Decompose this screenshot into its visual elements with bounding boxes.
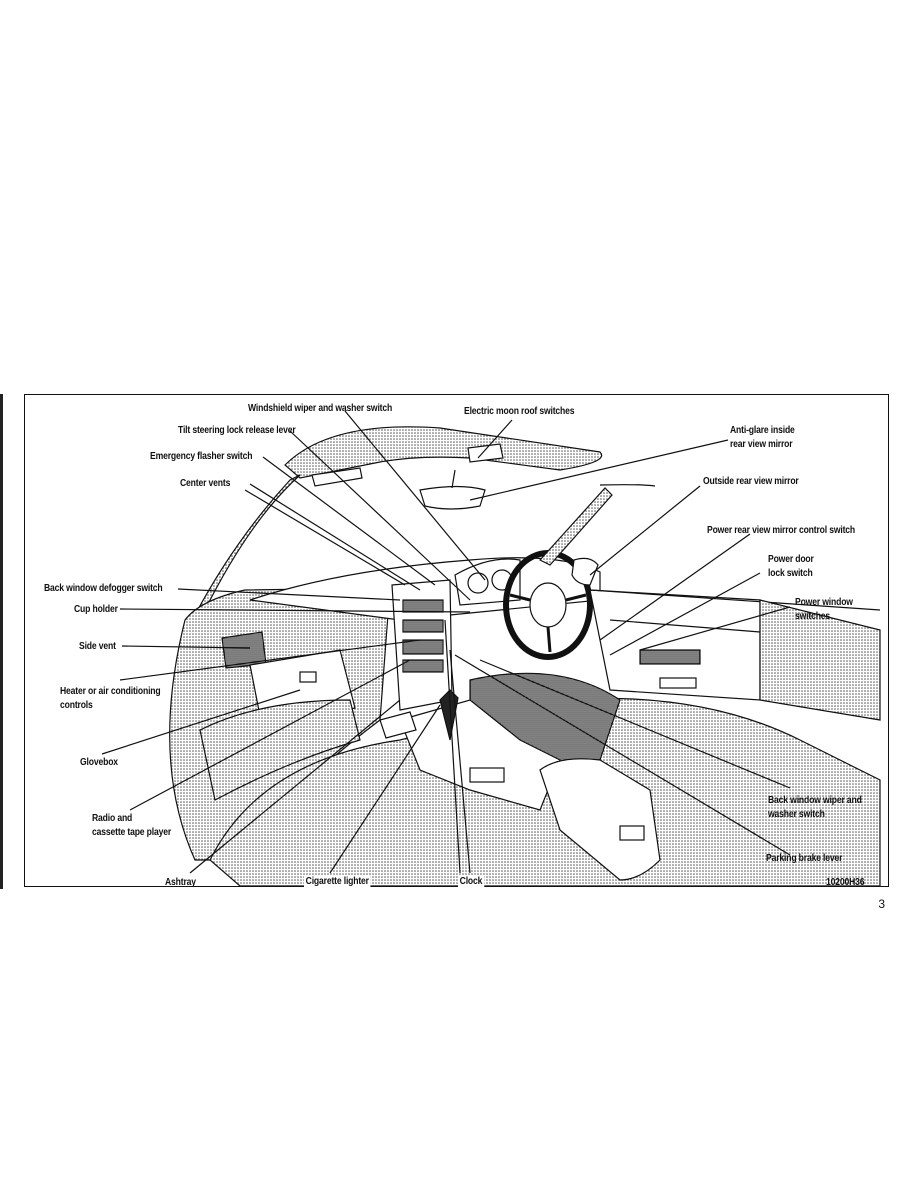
left-a-pillar — [193, 474, 301, 617]
label-outside-mirror: Outside rear view mirror — [703, 475, 799, 487]
gear-lever — [439, 689, 459, 741]
label-ashtray: Ashtray — [165, 876, 196, 888]
label-flasher: Emergency flasher switch — [150, 450, 253, 462]
label-heater-2: controls — [60, 699, 93, 711]
label-mirror-control: Power rear view mirror control switch — [707, 524, 856, 536]
label-door-lock-1: Power door — [768, 553, 814, 565]
label-anti-glare-1: Anti-glare inside — [730, 424, 795, 436]
label-heater-1: Heater or air conditioning — [60, 685, 161, 697]
window-switch-panel — [639, 649, 701, 665]
label-back-wiper-2: washer switch — [768, 808, 825, 820]
label-side-vent: Side vent — [79, 640, 116, 652]
roof-liner — [284, 426, 603, 479]
label-power-window-2: switches — [795, 610, 831, 622]
sun-visor — [311, 467, 363, 487]
label-door-lock-2: lock switch — [768, 567, 813, 579]
label-glovebox: Glovebox — [80, 756, 118, 768]
label-defogger: Back window defogger switch — [44, 582, 163, 594]
armrest — [539, 758, 661, 881]
label-radio-2: cassette tape player — [92, 826, 172, 838]
label-moon-roof: Electric moon roof switches — [464, 405, 575, 417]
inside-mirror — [419, 485, 486, 510]
illustration-frame — [24, 394, 889, 887]
label-power-window-1: Power window — [795, 596, 853, 608]
label-tilt-lever: Tilt steering lock release lever — [178, 424, 296, 436]
label-wiper-switch: Windshield wiper and washer switch — [248, 402, 393, 414]
right-a-pillar — [539, 487, 613, 566]
outside-mirror-shape — [571, 557, 599, 586]
figure-code: 10200H36 — [826, 876, 865, 888]
label-cigarette-lighter: Cigarette lighter — [304, 875, 371, 888]
label-anti-glare-2: rear view mirror — [730, 438, 793, 450]
label-back-wiper-1: Back window wiper and — [768, 794, 862, 806]
page-number: 3 — [878, 897, 885, 911]
label-cup-holder: Cup holder — [74, 603, 118, 615]
label-parking-brake: Parking brake lever — [766, 852, 843, 864]
page-edge-bar — [0, 394, 3, 889]
side-vent-shape — [221, 631, 267, 669]
label-radio-1: Radio and — [92, 812, 133, 824]
label-clock: Clock — [458, 875, 484, 888]
label-center-vents: Center vents — [180, 477, 231, 489]
